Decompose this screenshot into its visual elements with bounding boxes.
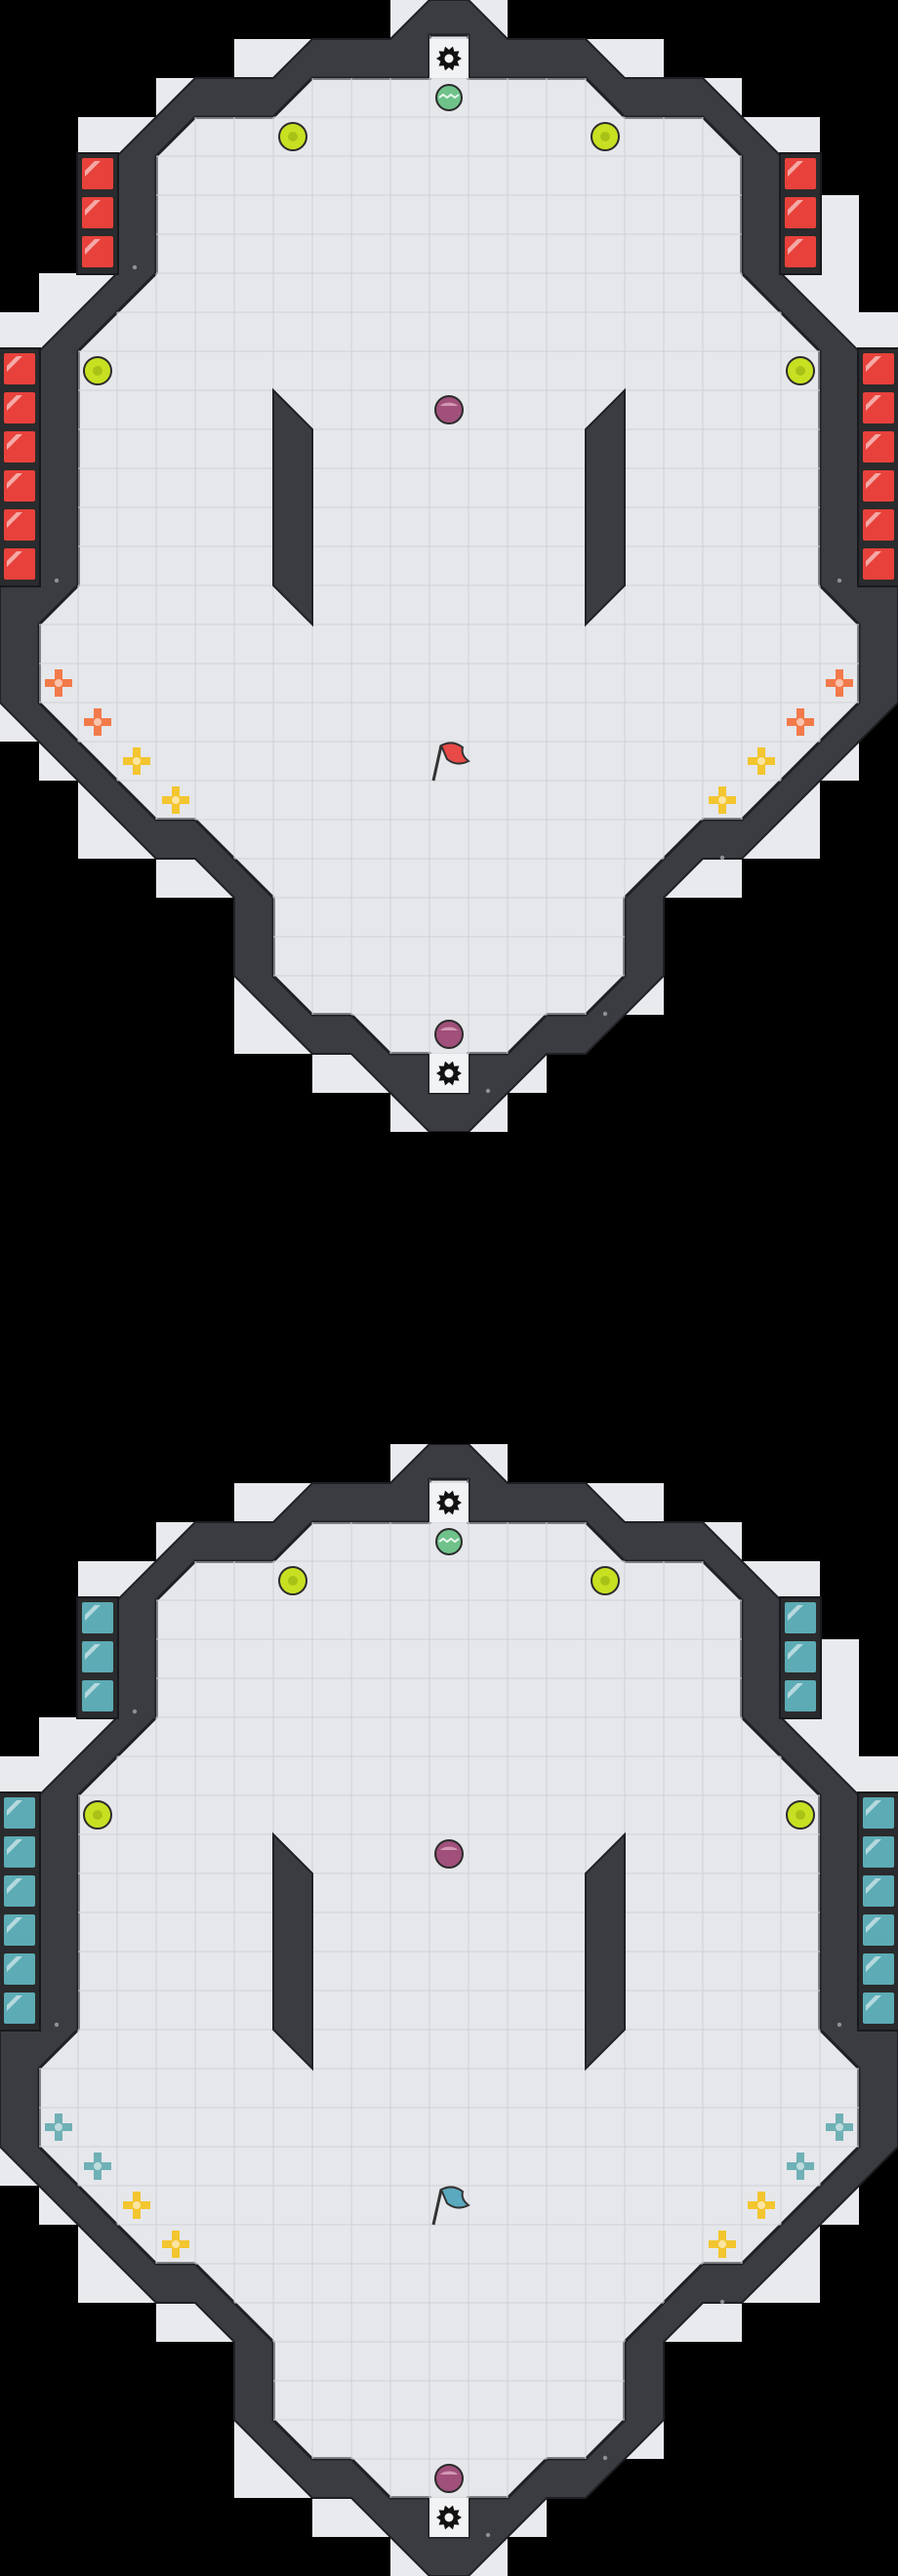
wall-rivet [719, 2299, 725, 2305]
team-block-icon [2, 468, 37, 503]
orb-icon [434, 2464, 464, 2493]
cross-boost-icon [709, 786, 736, 814]
team-block-icon [861, 468, 896, 503]
team-block-icon [861, 1912, 896, 1948]
team-block-icon [80, 234, 115, 269]
team-block-icon [2, 351, 37, 386]
wall-rivet [132, 1709, 138, 1714]
team-block-icon [80, 156, 115, 191]
inner-wall-right [585, 387, 626, 627]
team-block-icon [2, 507, 37, 543]
team-block-icon [2, 429, 37, 464]
wall-rivet [602, 2455, 608, 2461]
cross-boost-icon [123, 747, 150, 775]
team-block-icon [80, 1678, 115, 1713]
team-block-icon [80, 195, 115, 230]
team-block-icon [783, 1600, 818, 1635]
team-block-icon [2, 1912, 37, 1948]
team-block-icon [861, 507, 896, 543]
cross-boost-icon [162, 2231, 189, 2258]
team-block-icon [783, 195, 818, 230]
power-dot-icon [786, 356, 815, 385]
team-block-icon [861, 1952, 896, 1987]
orb-icon [434, 395, 464, 424]
board-floor [37, 33, 861, 1095]
team-block-icon [783, 156, 818, 191]
inner-wall-left [272, 1831, 313, 2072]
team-block-icon [861, 546, 896, 582]
team-block-icon [80, 1639, 115, 1674]
team-block-icon [2, 1952, 37, 1987]
gear-icon [429, 39, 469, 78]
cross-boost-icon [84, 708, 111, 736]
inner-wall-right [585, 1831, 626, 2072]
wall-rivet [719, 855, 725, 861]
cross-boost-icon [826, 669, 853, 697]
cross-boost-icon [787, 708, 814, 736]
cross-boost-icon [84, 2153, 111, 2180]
power-dot-icon [278, 122, 307, 151]
power-dot-icon [83, 356, 112, 385]
wall-rivet [485, 2532, 491, 2538]
team-block-icon [2, 390, 37, 425]
team-block-icon [861, 1834, 896, 1870]
team-block-icon [861, 1795, 896, 1831]
team-block-icon [783, 234, 818, 269]
wall-rivet [54, 578, 60, 584]
cross-boost-icon [787, 2153, 814, 2180]
power-dot-icon [786, 1800, 815, 1830]
team-block-icon [2, 1991, 37, 2026]
team-block-icon [2, 1795, 37, 1831]
cross-boost-icon [748, 747, 775, 775]
team-block-icon [861, 390, 896, 425]
cross-boost-icon [826, 2113, 853, 2141]
team-block-icon [783, 1678, 818, 1713]
green-speed-orb-icon [435, 84, 463, 111]
cross-boost-icon [709, 2231, 736, 2258]
orb-icon [434, 1839, 464, 1869]
cross-boost-icon [123, 2192, 150, 2219]
team-block-icon [2, 1834, 37, 1870]
wall-rivet [837, 2022, 842, 2028]
team-block-icon [861, 1991, 896, 2026]
board-floor [37, 1477, 861, 2539]
power-dot-icon [83, 1800, 112, 1830]
inner-wall-left [272, 387, 313, 627]
wall-rivet [837, 578, 842, 584]
orb-icon [434, 1020, 464, 1049]
blue-team-board [0, 1444, 898, 2576]
team-block-icon [2, 1873, 37, 1909]
team-block-icon [861, 429, 896, 464]
flag-icon [431, 742, 470, 782]
team-block-icon [861, 351, 896, 386]
green-speed-orb-icon [435, 1528, 463, 1555]
wall-rivet [485, 1088, 491, 1094]
team-block-icon [2, 546, 37, 582]
team-block-icon [861, 1873, 896, 1909]
cross-boost-icon [162, 786, 189, 814]
team-block-icon [80, 1600, 115, 1635]
cross-boost-icon [748, 2192, 775, 2219]
wall-rivet [602, 1011, 608, 1017]
cross-boost-icon [45, 2113, 72, 2141]
gear-icon [429, 2498, 469, 2537]
wall-rivet [54, 2022, 60, 2028]
gear-icon [429, 1054, 469, 1093]
cross-boost-icon [45, 669, 72, 697]
power-dot-icon [591, 122, 620, 151]
flag-icon [431, 2186, 470, 2226]
team-block-icon [783, 1639, 818, 1674]
gear-icon [429, 1483, 469, 1522]
red-team-board [0, 0, 898, 1132]
power-dot-icon [278, 1566, 307, 1595]
power-dot-icon [591, 1566, 620, 1595]
wall-rivet [132, 264, 138, 270]
